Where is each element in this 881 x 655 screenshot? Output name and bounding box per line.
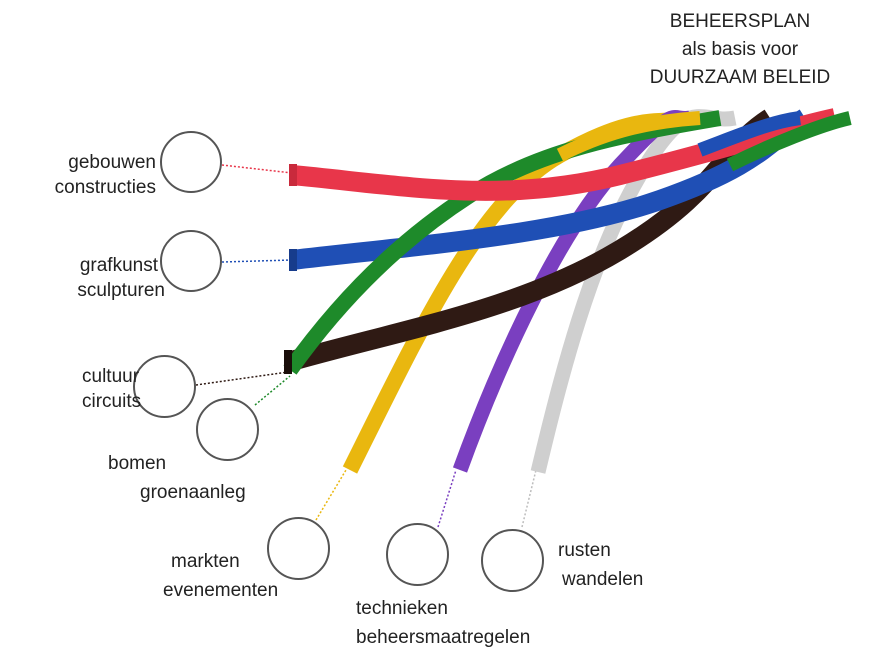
label-rusten-line-1: rusten — [558, 540, 611, 561]
circle-rusten — [481, 529, 544, 592]
strand-markten-top — [556, 111, 701, 162]
circle-technieken — [386, 523, 449, 586]
label-grafkunst: grafkunst sculpturen — [0, 253, 165, 303]
strand-blue-top — [697, 111, 802, 157]
rope-strands — [283, 108, 852, 474]
circle-grafkunst — [160, 230, 222, 292]
end-cap-grafkunst — [289, 249, 297, 271]
title-line-3: DUURZAAM BELEID — [649, 67, 831, 88]
leader-line-technieken — [437, 469, 457, 528]
label-cultuur: cultuur circuits — [82, 364, 141, 414]
label-markten: markten evenementen — [163, 549, 278, 603]
circle-cultuur — [133, 355, 196, 418]
end-cap-cultuur — [284, 350, 292, 374]
leader-line-gebouwen — [221, 164, 293, 174]
label-cultuur-line-2: circuits — [82, 391, 142, 412]
label-gebouwen-line-1: gebouwen — [68, 152, 156, 173]
label-grafkunst-line-2: sculpturen — [77, 280, 165, 301]
label-grafkunst-line-1: grafkunst — [79, 255, 158, 276]
leader-line-bomen — [254, 375, 291, 406]
title-line-2: als basis voor — [681, 39, 799, 60]
label-rusten-line-2: wandelen — [562, 569, 644, 590]
leader-lines — [195, 164, 537, 528]
label-rusten: rusten wandelen — [558, 538, 643, 592]
label-bomen-line-1: bomen — [108, 453, 167, 474]
label-bomen-line-2: groenaanleg — [140, 482, 246, 503]
leader-line-rusten — [521, 469, 537, 528]
circle-markten — [267, 517, 330, 580]
label-technieken: technieken beheersmaatregelen — [356, 596, 530, 650]
end-cap-gebouwen — [289, 164, 297, 186]
label-gebouwen: gebouwen constructies — [0, 150, 156, 200]
strand-ends — [284, 164, 297, 374]
strand-green-top — [726, 111, 852, 172]
title-line-1: BEHEERSPLAN — [669, 11, 811, 32]
strand-gebouwen — [291, 108, 838, 201]
label-bomen: bomen groenaanleg — [108, 451, 246, 505]
label-technieken-line-1: technieken — [356, 598, 448, 619]
leader-line-grafkunst — [221, 259, 293, 263]
label-technieken-line-2: beheersmaatregelen — [356, 627, 531, 648]
circle-bomen — [196, 398, 259, 461]
label-markten-line-2: evenementen — [163, 580, 279, 601]
diagram-title: BEHEERSPLAN als basis voor DUURZAAM BELE… — [600, 8, 880, 92]
label-cultuur-line-1: cultuur — [82, 366, 140, 387]
label-markten-line-1: markten — [171, 551, 240, 572]
leader-line-cultuur — [195, 371, 289, 386]
label-gebouwen-line-2: constructies — [54, 177, 156, 198]
circle-gebouwen — [160, 131, 222, 193]
leader-line-markten — [315, 469, 347, 521]
